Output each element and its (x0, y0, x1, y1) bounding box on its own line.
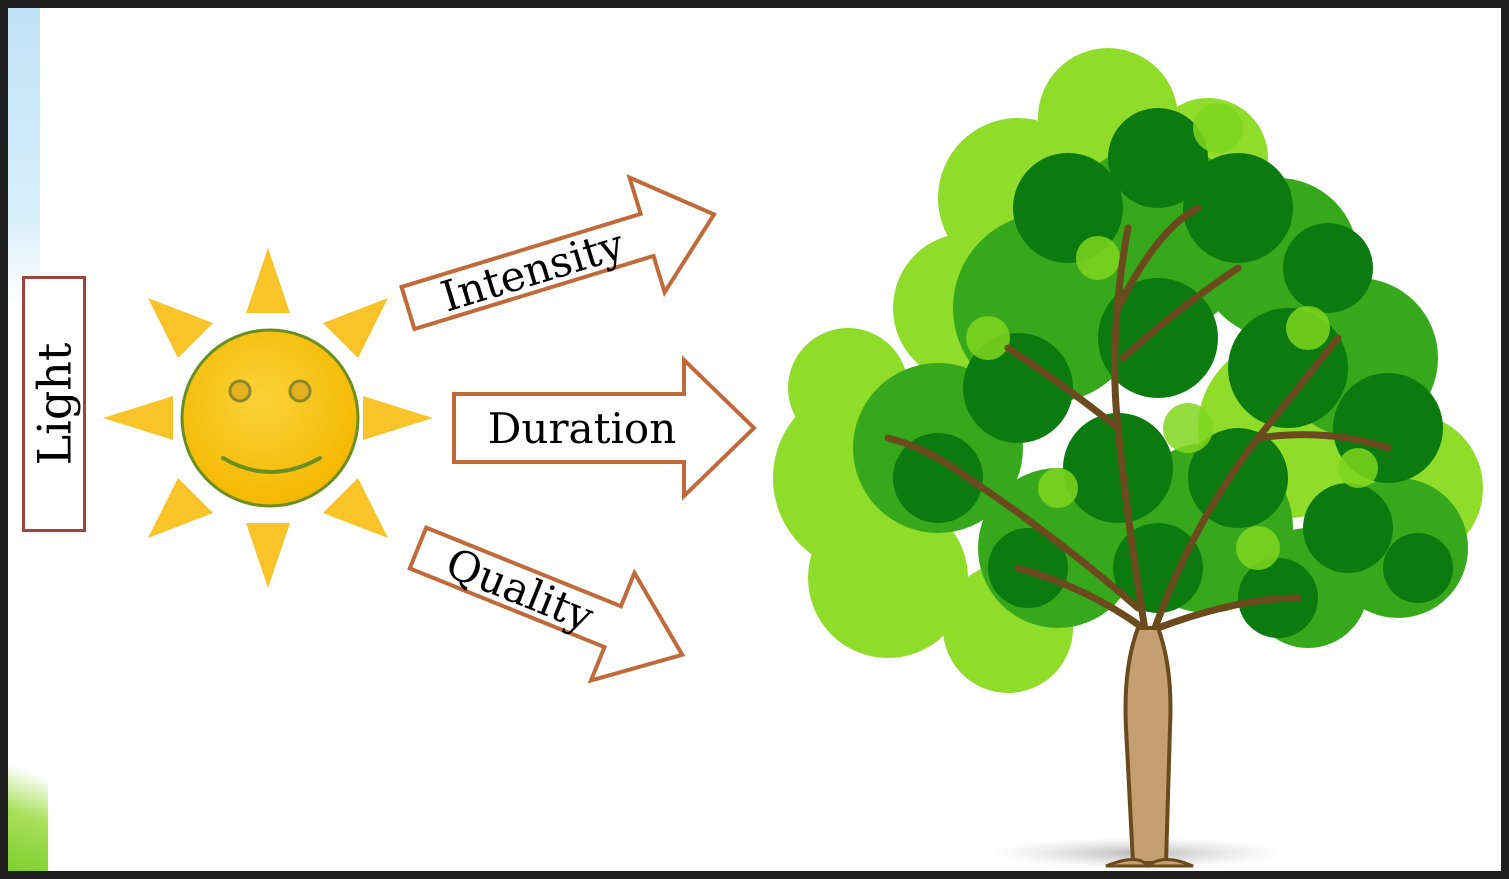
tree-icon (773, 48, 1483, 869)
tree-foliage-highlights (966, 103, 1378, 570)
tree-roots (1105, 858, 1194, 869)
sun-rays (103, 248, 433, 588)
sun-eye-left (228, 379, 252, 403)
tree-trunk (1123, 626, 1173, 865)
corner-decoration-blue (8, 8, 40, 308)
arrow-intensity-label: Intensity (435, 219, 629, 321)
arrow-quality-label: Quality (439, 538, 600, 641)
sun-eye-right (288, 379, 312, 403)
tree-foliage-dark (893, 108, 1453, 638)
corner-decoration-green (8, 731, 48, 871)
tree-branches (884, 204, 1392, 652)
sun-face (180, 328, 360, 508)
arrow-quality: Quality (407, 524, 686, 684)
sun-icon (103, 248, 433, 588)
arrow-intensity: Intensity (399, 173, 717, 332)
diagram-frame: Light (8, 8, 1501, 871)
light-label-box: Light (22, 276, 86, 532)
diagram-canvas: Intensity Duration Quality (103, 48, 1483, 869)
sun-smile (221, 456, 322, 474)
arrow-duration: Duration (452, 355, 757, 501)
arrow-duration-label: Duration (488, 404, 677, 453)
